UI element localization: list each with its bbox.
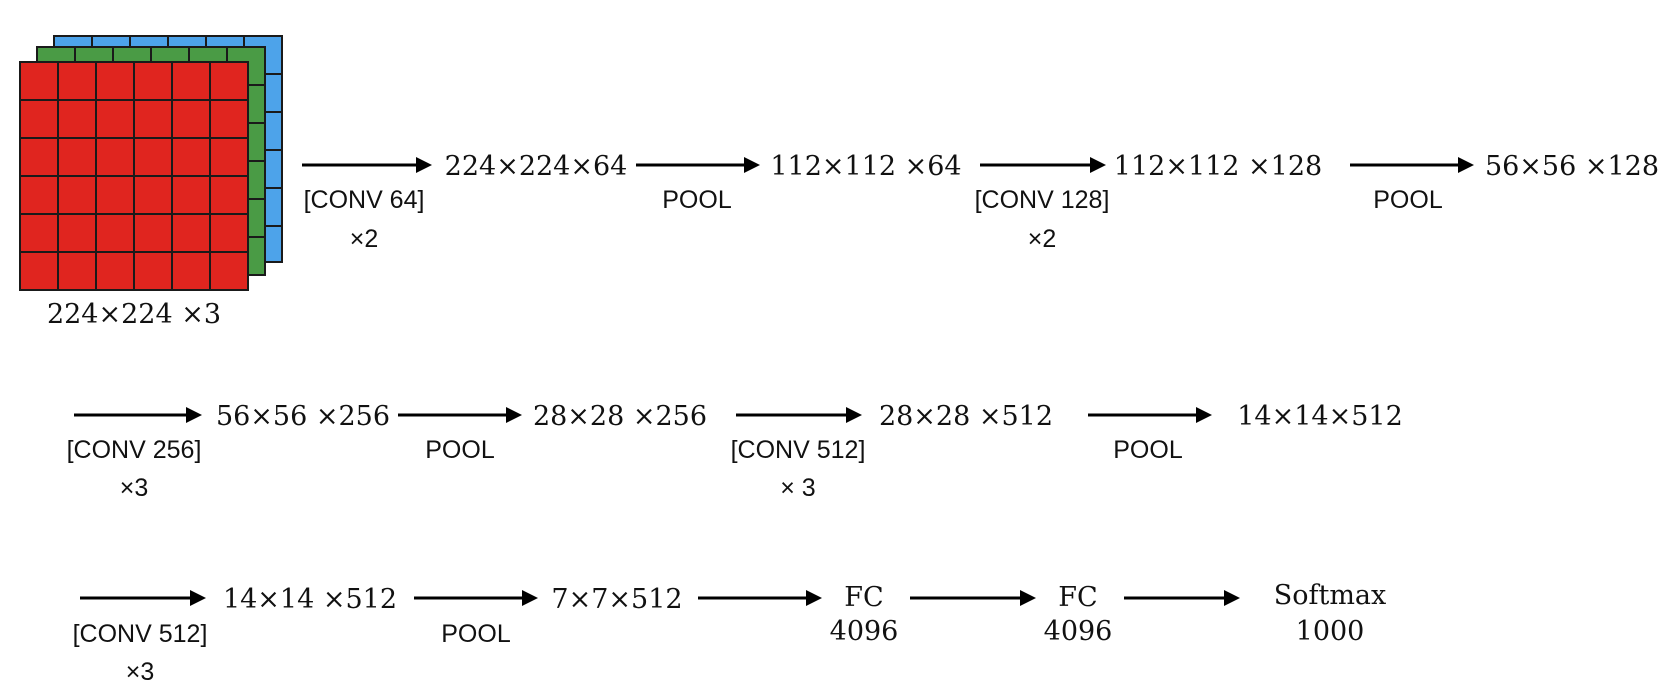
node-fc-2-label: FC (1058, 582, 1097, 613)
arrow-pool-5: POOL (414, 590, 538, 648)
row-2: [CONV 256] ×3 56×56 ×256 POOL 28×28 ×256… (67, 401, 1403, 502)
arrow-sublabel-conv64: ×2 (350, 225, 379, 253)
arrow-label-conv64: [CONV 64] (304, 186, 425, 214)
node-fc-2-units: 4096 (1044, 616, 1113, 647)
red-grid (20, 62, 248, 290)
node-112x112x64: 112×112 ×64 (770, 151, 961, 182)
node-224x224x64: 224×224×64 (445, 151, 628, 182)
row-3: [CONV 512] ×3 14×14 ×512 POOL 7×7×512 FC… (73, 580, 1387, 686)
arrow-sublabel-conv256: ×3 (120, 474, 149, 502)
arrow-label-pool-4: POOL (1113, 436, 1183, 464)
arrow-conv128: [CONV 128] ×2 (975, 157, 1110, 253)
arrow-softmax (1124, 590, 1240, 606)
input-dims-label: 224×224 ×3 (47, 299, 221, 330)
arrow-label-pool-2: POOL (1373, 186, 1443, 214)
node-28x28x256: 28×28 ×256 (533, 401, 707, 432)
node-56x56x256: 56×56 ×256 (216, 401, 390, 432)
node-fc-1-units: 4096 (830, 616, 899, 647)
arrow-pool-3: POOL (398, 407, 522, 464)
arrow-label-conv512-2: [CONV 512] (73, 620, 208, 648)
node-fc-1-label: FC (844, 582, 883, 613)
node-14x14x512-b: 14×14 ×512 (223, 584, 397, 615)
input-image-stack: 224×224 ×3 (19, 35, 283, 330)
arrow-label-conv512-1: [CONV 512] (731, 436, 866, 464)
arrow-conv512-2: [CONV 512] ×3 (73, 590, 208, 686)
arrow-label-pool-3: POOL (425, 436, 495, 464)
node-28x28x512: 28×28 ×512 (879, 401, 1053, 432)
arrow-pool-2: POOL (1350, 157, 1474, 214)
row-1: [CONV 64] ×2 224×224×64 POOL 112×112 ×64… (302, 151, 1659, 253)
arrow-label-pool-5: POOL (441, 620, 511, 648)
arrow-fc-2 (910, 590, 1036, 606)
arrow-label-conv256: [CONV 256] (67, 436, 202, 464)
node-softmax-label: Softmax (1274, 580, 1387, 611)
arrow-label-pool-1: POOL (662, 186, 732, 214)
node-14x14x512-a: 14×14×512 (1237, 401, 1403, 432)
arrow-pool-1: POOL (636, 157, 760, 214)
arrow-sublabel-conv512-1: × 3 (780, 474, 815, 502)
arrow-label-conv128: [CONV 128] (975, 186, 1110, 214)
arrow-pool-4: POOL (1088, 407, 1212, 464)
arrow-sublabel-conv128: ×2 (1028, 225, 1057, 253)
node-softmax-units: 1000 (1296, 616, 1365, 647)
node-56x56x128: 56×56 ×128 (1485, 151, 1659, 182)
arrow-conv512-1: [CONV 512] × 3 (731, 407, 866, 502)
red-channel (19, 61, 249, 291)
arrow-sublabel-conv512-2: ×3 (126, 658, 155, 686)
arrow-conv256: [CONV 256] ×3 (67, 407, 202, 502)
node-112x112x128: 112×112 ×128 (1114, 151, 1322, 182)
arrow-conv64: [CONV 64] ×2 (302, 157, 432, 253)
node-7x7x512: 7×7×512 (551, 584, 682, 615)
arrow-fc-1 (698, 590, 822, 606)
